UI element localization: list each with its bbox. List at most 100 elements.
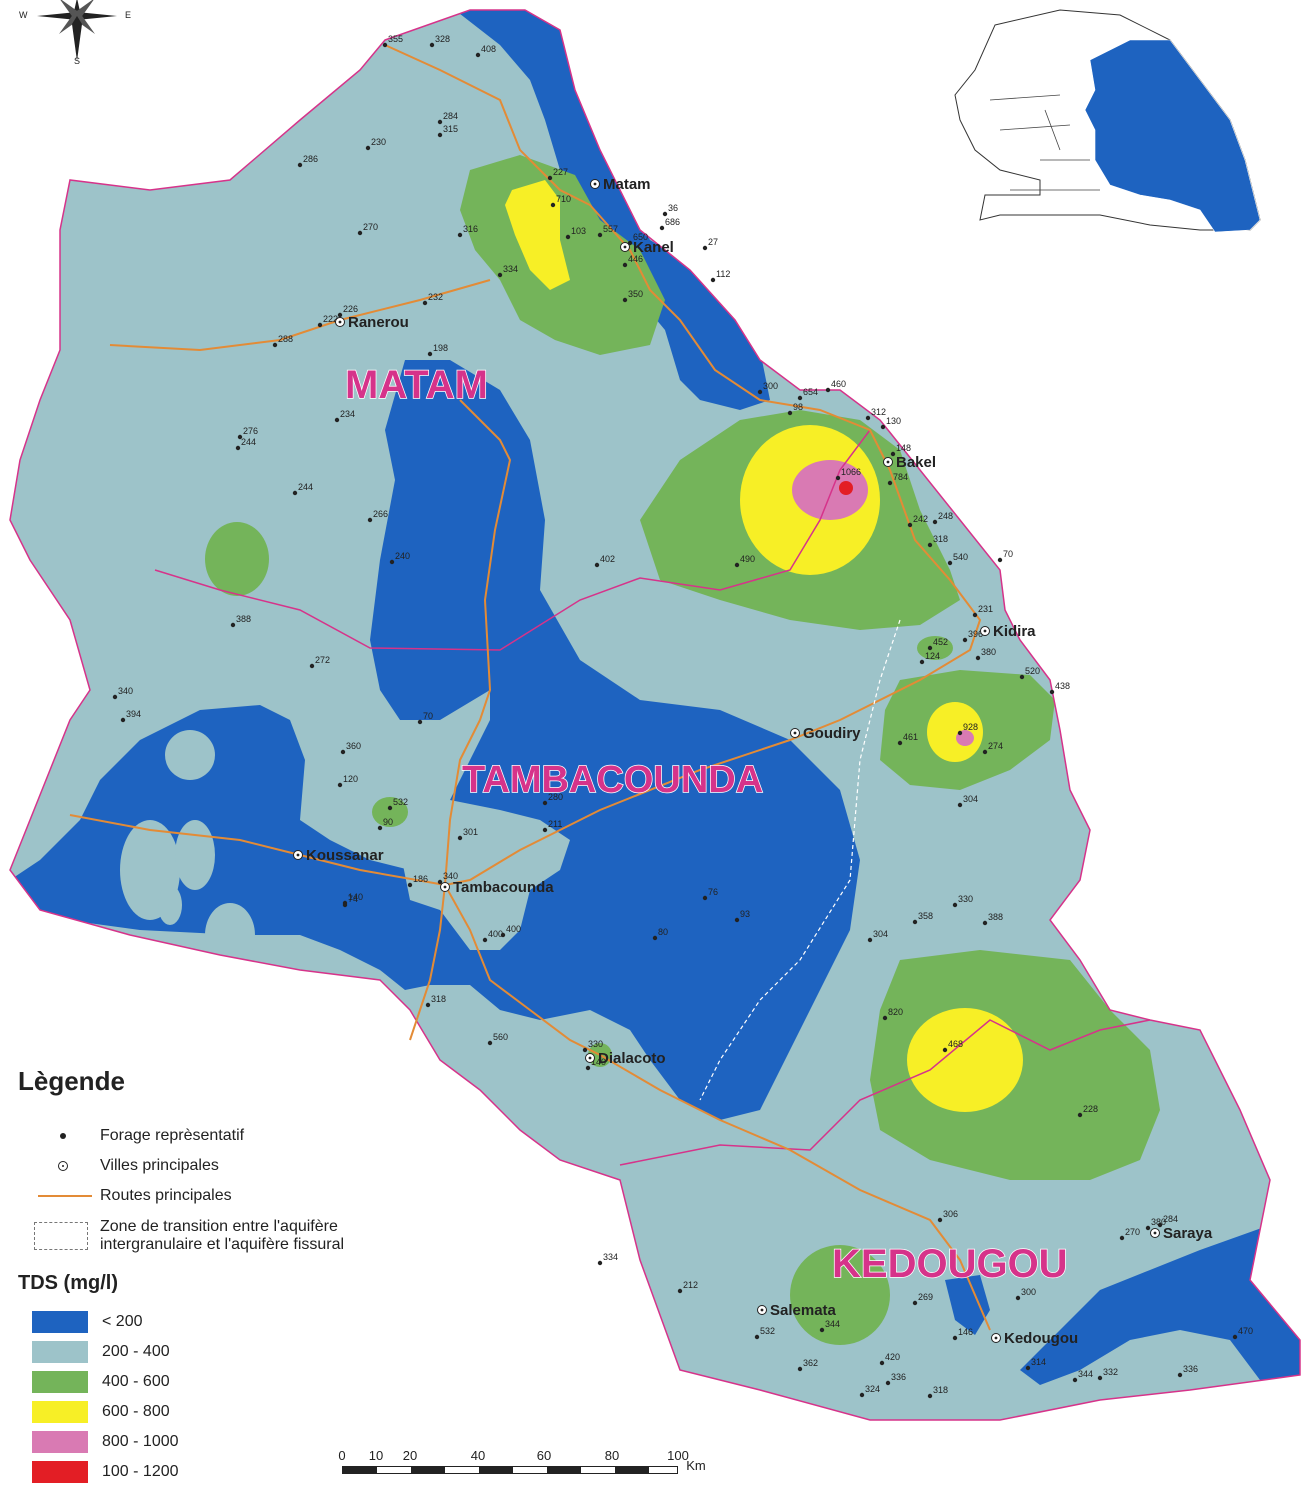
sample-point (927, 1393, 933, 1399)
legend-label-transition: Zone de transition entre l'aquifère inte… (100, 1218, 344, 1254)
sample-point (819, 1327, 825, 1333)
sample-value-label: 355 (388, 34, 403, 44)
sample-point (797, 1366, 803, 1372)
sample-point (919, 659, 925, 665)
legend-item-forage: Forage reprèsentatif (32, 1124, 244, 1148)
sample-point (337, 782, 343, 788)
sample-point (702, 245, 708, 251)
roads (69, 44, 991, 1331)
sample-value-label: 80 (658, 927, 668, 937)
city-marker-dot (623, 245, 627, 249)
city-marker-dot (588, 1056, 592, 1060)
city-label: Salemata (770, 1302, 837, 1319)
sample-value-label: 654 (803, 387, 818, 397)
sample-point (1232, 1334, 1238, 1340)
sample-point (677, 1288, 683, 1294)
scale-bar-graphic (342, 1466, 678, 1474)
sample-value-label: 70 (1003, 549, 1013, 559)
inset-internal-lines (989, 94, 1100, 191)
scale-tick-40: 40 (470, 1448, 486, 1463)
sample-value-label: 27 (708, 237, 718, 247)
sample-value-label: 284 (1163, 1214, 1178, 1224)
sample-point (1015, 1295, 1021, 1301)
sample-value-label: 244 (298, 482, 313, 492)
sample-point (230, 622, 236, 628)
sample-value-label: 234 (340, 409, 355, 419)
sample-value-label: 340 (118, 686, 133, 696)
road-north (384, 44, 982, 886)
sample-point (357, 230, 363, 236)
city-layer: MatamKanelRanerouBakelKidiraGoudiryKouss… (293, 176, 1213, 1347)
sample-point (662, 211, 668, 217)
sample-point (1119, 1235, 1125, 1241)
sample-value-label: 532 (393, 797, 408, 807)
sample-point (659, 225, 665, 231)
sample-point (957, 730, 963, 736)
sample-value-label: 284 (443, 111, 458, 121)
sample-point (937, 1217, 943, 1223)
sample-value-label: 1066 (841, 467, 861, 477)
zone-600-800-goudiry (927, 702, 983, 762)
sample-value-label: 74 (348, 894, 358, 904)
sample-point (879, 1360, 885, 1366)
sample-point (547, 175, 553, 181)
zone-lt200-river-north (455, 10, 770, 410)
sample-point (622, 262, 628, 268)
sample-point (652, 935, 658, 941)
city-marker-dot (338, 320, 342, 324)
tds-label-2: 200 - 400 (102, 1343, 170, 1360)
city-label: Tambacounda (453, 879, 554, 896)
sample-value-label: 130 (886, 416, 901, 426)
sample-value-label: 360 (346, 741, 361, 751)
sample-value-label: 350 (628, 289, 643, 299)
tds-label-4: 600 - 800 (102, 1403, 170, 1420)
sample-point (317, 322, 323, 328)
city-marker-dot (886, 460, 890, 464)
sample-point (437, 132, 443, 138)
tds-class-5: 800 - 1000 (32, 1430, 179, 1454)
city-marker-dot (983, 629, 987, 633)
sample-value-label: 270 (1125, 1227, 1140, 1237)
sample-value-label: 400 (488, 929, 503, 939)
scale-tick-10: 10 (368, 1448, 384, 1463)
legend-item-villes: Villes principales (32, 1154, 219, 1178)
city-label: Kanel (633, 239, 674, 256)
city-label: Bakel (896, 454, 936, 471)
city-marker-dot (760, 1308, 764, 1312)
legend: Lègende Forage reprèsentatif Villes prin… (18, 1066, 398, 1486)
sample-point (797, 395, 803, 401)
sample-point (297, 162, 303, 168)
zone-400-600-small-1 (372, 797, 408, 827)
sample-point (975, 655, 981, 661)
sample-point (387, 805, 393, 811)
sample-value-label: 306 (943, 1209, 958, 1219)
sample-point (334, 417, 340, 423)
sample-value-label: 140 (591, 1057, 606, 1067)
legend-label-villes: Villes principales (100, 1157, 219, 1174)
sample-point (482, 937, 488, 943)
sample-value-label: 240 (395, 551, 410, 561)
sample-value-label: 686 (665, 217, 680, 227)
sample-value-label: 318 (431, 994, 446, 1004)
sample-value-label: 36 (668, 203, 678, 213)
sample-value-label: 470 (1238, 1326, 1253, 1336)
sample-point (365, 145, 371, 151)
city-label: Goudiry (803, 725, 861, 742)
sample-point (582, 1047, 588, 1053)
tds-class-2: 200 - 400 (32, 1340, 170, 1364)
sample-point (825, 387, 831, 393)
sample-value-label: 438 (1055, 681, 1070, 691)
sample-value-label: 286 (303, 154, 318, 164)
sample-value-label: 124 (925, 651, 940, 661)
sample-value-label: 408 (481, 44, 496, 54)
legend-label-forage: Forage reprèsentatif (100, 1127, 245, 1144)
sample-value-label: 460 (831, 379, 846, 389)
city-label: Koussanar (306, 847, 384, 864)
sample-value-label: 336 (1183, 1364, 1198, 1374)
sample-point (927, 645, 933, 651)
sample-point (982, 920, 988, 926)
sample-value-label: 344 (825, 1319, 840, 1329)
road-west (69, 814, 446, 886)
sample-value-label: 70 (423, 711, 433, 721)
